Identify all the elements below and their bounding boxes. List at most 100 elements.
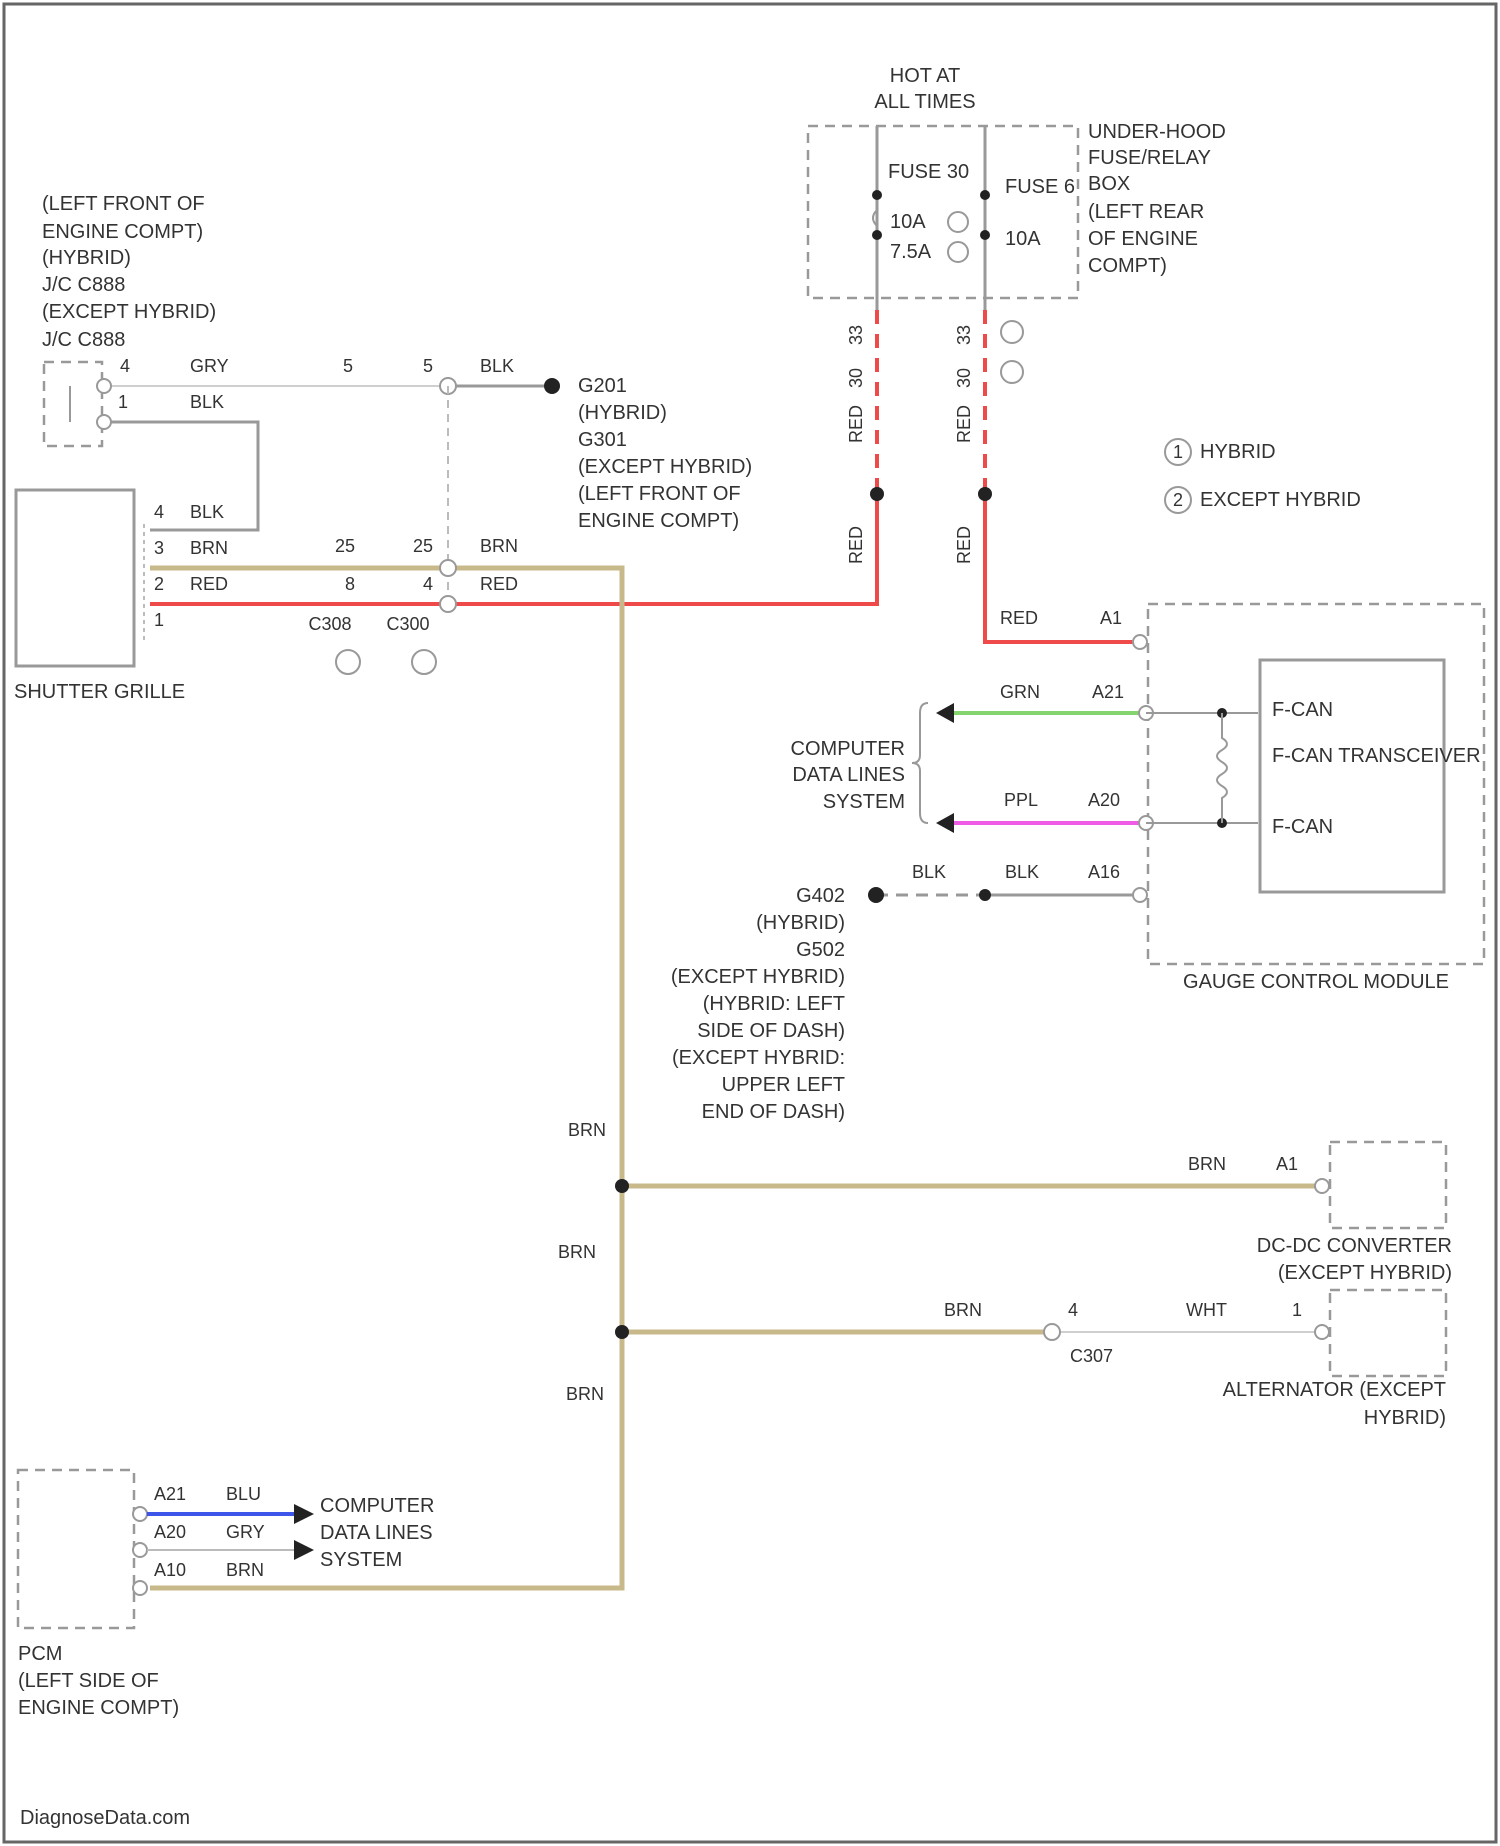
sg-pin-2: 2 (154, 574, 164, 594)
dcdc-label-1: DC-DC CONVERTER (1257, 1235, 1452, 1257)
pcm-label-2: (LEFT SIDE OF (18, 1670, 159, 1692)
pcm-pin-a21: A21 (154, 1484, 186, 1504)
inline-red-color: RED (480, 574, 518, 594)
alt-pin-left: 4 (1068, 1300, 1078, 1320)
gauge-blk-right: BLK (1005, 862, 1039, 882)
fuse-left-pin2: 30 (846, 368, 866, 388)
fuse-box-label-6: COMPT) (1088, 255, 1167, 277)
legend-except-hybrid: EXCEPT HYBRID (1200, 489, 1361, 511)
fuse-left-color-lower: RED (846, 526, 866, 564)
cdl-right-1: COMPUTER (791, 738, 905, 760)
gauge-grn-color: GRN (1000, 682, 1040, 702)
jc-pin-5a: 5 (343, 356, 353, 376)
alt-brn: BRN (944, 1300, 982, 1320)
alt-label-2: HYBRID) (1364, 1407, 1446, 1429)
cdl-right-3: SYSTEM (823, 791, 905, 813)
dcdc-pin: A1 (1276, 1154, 1298, 1174)
gauge-ppl-pin: A20 (1088, 790, 1120, 810)
fuse-box-label-5: OF ENGINE (1088, 228, 1198, 250)
gauge-fcan-top: F-CAN (1272, 699, 1333, 721)
g402-4: (EXCEPT HYBRID) (671, 966, 845, 988)
fuse-box-label-1: UNDER-HOOD (1088, 121, 1226, 143)
gauge-label: GAUGE CONTROL MODULE (1183, 971, 1449, 993)
g402-6: SIDE OF DASH) (697, 1020, 845, 1042)
g402-3: G502 (796, 939, 845, 961)
dcdc-wire-color: BRN (1188, 1154, 1226, 1174)
brn-vertical-2: BRN (558, 1242, 596, 1262)
gauge-transceiver: F-CAN TRANSCEIVER (1272, 745, 1481, 767)
sg-color-2: RED (190, 574, 228, 594)
alt-wht: WHT (1186, 1300, 1227, 1320)
jc-label-4: J/C C888 (42, 274, 125, 296)
g402-8: UPPER LEFT (722, 1074, 845, 1096)
g402-9: END OF DASH) (702, 1101, 845, 1123)
inline-red-right: 4 (423, 574, 433, 594)
fuse-left-name: FUSE 30 (888, 161, 969, 183)
fuse-box-label-2: FUSE/RELAY (1088, 147, 1211, 169)
legend-marker-hybrid: 1 (1173, 442, 1183, 462)
pcm-cdl-2: DATA LINES (320, 1522, 433, 1544)
g201-label-6: ENGINE COMPT) (578, 510, 739, 532)
cdl-right-2: DATA LINES (792, 764, 905, 786)
fuse-left-color: RED (846, 405, 866, 443)
pcm-pin-a10: A10 (154, 1560, 186, 1580)
gauge-grn-pin: A21 (1092, 682, 1124, 702)
fuse-left-pin1: 33 (846, 325, 866, 345)
alt-conn: C307 (1070, 1346, 1113, 1366)
gauge-fcan-bottom: F-CAN (1272, 816, 1333, 838)
jc-pin-5b: 5 (423, 356, 433, 376)
g402-5: (HYBRID: LEFT (703, 993, 845, 1015)
inline-brn-left: 25 (335, 536, 355, 556)
gauge-blk-pin: A16 (1088, 862, 1120, 882)
legend-marker-except: 2 (1173, 490, 1183, 510)
brn-vertical-3: BRN (566, 1384, 604, 1404)
jc-label-6: J/C C888 (42, 329, 125, 351)
sg-pin-4: 4 (154, 502, 164, 522)
hot-at-label-2: ALL TIMES (874, 91, 975, 113)
legend-hybrid: HYBRID (1200, 441, 1276, 463)
jc-label-5: (EXCEPT HYBRID) (42, 301, 216, 323)
shutter-grille-label: SHUTTER GRILLE (14, 681, 185, 703)
gauge-red-pin: A1 (1100, 608, 1122, 628)
sg-color-3: BRN (190, 538, 228, 558)
fuse-left-rating-2: 7.5A (890, 241, 932, 263)
pcm-color-blu: BLU (226, 1484, 261, 1504)
g201-label-5: (LEFT FRONT OF (578, 483, 741, 505)
sg-pin-1: 1 (154, 610, 164, 630)
g402-2: (HYBRID) (756, 912, 845, 934)
g402-1: G402 (796, 885, 845, 907)
inline-conn-right: C300 (386, 614, 429, 634)
jc-pin-4: 4 (120, 356, 130, 376)
inline-conn-left: C308 (308, 614, 351, 634)
brn-vertical-1: BRN (568, 1120, 606, 1140)
gauge-blk-left: BLK (912, 862, 946, 882)
fuse-right-color: RED (954, 405, 974, 443)
pcm-label-1: PCM (18, 1643, 62, 1665)
pcm-cdl-1: COMPUTER (320, 1495, 434, 1517)
fuse-right-color-lower: RED (954, 526, 974, 564)
pcm-color-brn: BRN (226, 1560, 264, 1580)
sg-color-4: BLK (190, 502, 224, 522)
fuse-left-rating-1: 10A (890, 211, 926, 233)
fuse-right-rating: 10A (1005, 228, 1041, 250)
inline-red-left: 8 (345, 574, 355, 594)
g201-label-3: G301 (578, 429, 627, 451)
fuse-box-label-3: BOX (1088, 173, 1130, 195)
gauge-red-color: RED (1000, 608, 1038, 628)
jc-label-1: (LEFT FRONT OF (42, 193, 205, 215)
g201-label-2: (HYBRID) (578, 402, 667, 424)
g402-7: (EXCEPT HYBRID: (672, 1047, 845, 1069)
fuse-right-name: FUSE 6 (1005, 176, 1075, 198)
jc-wire-gry: GRY (190, 356, 229, 376)
jc-label-2: ENGINE COMPT) (42, 221, 203, 243)
fuse-box-label-4: (LEFT REAR (1088, 201, 1204, 223)
g201-label-1: G201 (578, 375, 627, 397)
fuse-right-pin2: 30 (954, 368, 974, 388)
pcm-cdl-3: SYSTEM (320, 1549, 402, 1571)
sg-pin-3: 3 (154, 538, 164, 558)
fuse-right-pin1: 33 (954, 325, 974, 345)
jc-wire-blk: BLK (190, 392, 224, 412)
gauge-ppl-color: PPL (1004, 790, 1038, 810)
inline-brn-right: 25 (413, 536, 433, 556)
